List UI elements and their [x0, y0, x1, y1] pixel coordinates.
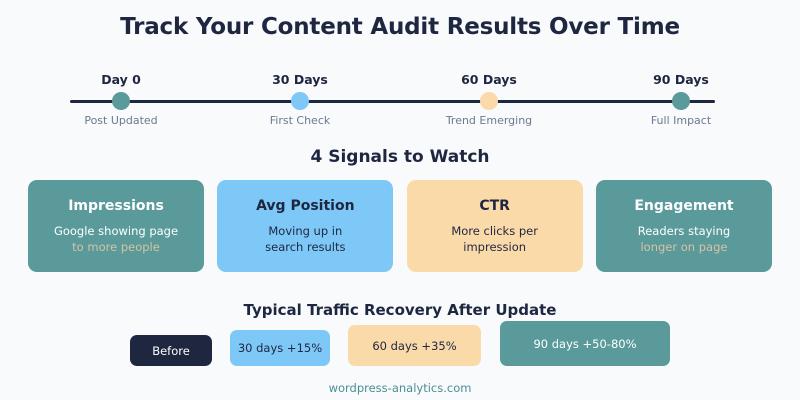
signal-card-title: Impressions — [68, 197, 164, 214]
timeline-dot-icon — [112, 92, 130, 110]
recovery-bar-chart: Before 30 days +15% 60 days +35% 90 days… — [0, 318, 800, 366]
timeline-node-label: 60 Days — [461, 72, 517, 87]
signal-cards-row: Impressions Google showing page to more … — [28, 180, 772, 272]
recovery-bar-label: 30 days +15% — [237, 341, 323, 355]
signal-card-title: CTR — [479, 197, 510, 214]
source-attribution: wordpress-analytics.com — [328, 381, 472, 395]
timeline-node-label: 30 Days — [272, 72, 328, 87]
timeline-dot-icon — [672, 92, 690, 110]
recovery-bar-90-days[interactable]: 90 days +50-80% — [500, 321, 670, 366]
signal-card-title: Engagement — [634, 197, 734, 214]
timeline-node-sublabel: Full Impact — [650, 114, 712, 127]
signal-card-line-2: to more people — [72, 239, 160, 254]
timeline-node-sublabel: First Check — [269, 114, 331, 127]
signal-card-ctr[interactable]: CTR More clicks per impression — [406, 180, 583, 272]
page-title: Track Your Content Audit Results Over Ti… — [120, 14, 680, 40]
timeline-node-30-days[interactable]: 30 Days First Check — [230, 70, 370, 132]
recovery-bar-30-days[interactable]: 30 days +15% — [230, 330, 330, 366]
timeline-node-day-0[interactable]: Day 0 Post Updated — [51, 70, 191, 132]
signal-card-line-1: Google showing page — [53, 223, 179, 238]
timeline-node-label: 90 Days — [653, 72, 709, 87]
timeline-node-label: Day 0 — [101, 72, 141, 87]
timeline-dot-icon — [291, 92, 309, 110]
signal-card-line-2: impression — [463, 239, 527, 254]
timeline-axis-line — [70, 100, 715, 103]
timeline-node-sublabel: Trend Emerging — [445, 114, 533, 127]
recovery-bar-label: 90 days +50-80% — [533, 336, 637, 351]
signals-section-heading: 4 Signals to Watch — [310, 147, 490, 167]
recovery-bar-label: 60 days +35% — [372, 338, 457, 353]
signal-card-line-1: Moving up in — [268, 223, 343, 238]
signal-card-title: Avg Position — [256, 197, 355, 214]
signal-card-line-2: search results — [265, 239, 346, 254]
recovery-bar-before[interactable]: Before — [130, 335, 212, 366]
timeline-node-sublabel: Post Updated — [84, 114, 158, 127]
signal-card-impressions[interactable]: Impressions Google showing page to more … — [28, 180, 204, 272]
timeline-dot-icon — [480, 92, 498, 110]
signal-card-line-1: Readers staying — [637, 223, 731, 238]
timeline: Day 0 Post Updated 30 Days First Check 6… — [0, 70, 800, 132]
signal-card-engagement[interactable]: Engagement Readers staying longer on pag… — [595, 180, 772, 272]
timeline-node-60-days[interactable]: 60 Days Trend Emerging — [419, 70, 559, 132]
recovery-bar-60-days[interactable]: 60 days +35% — [348, 325, 481, 366]
signal-card-line-2: longer on page — [640, 239, 728, 254]
signal-card-avg-position[interactable]: Avg Position Moving up in search results — [217, 180, 394, 272]
recovery-bar-label: Before — [152, 343, 190, 358]
timeline-node-90-days[interactable]: 90 Days Full Impact — [611, 70, 751, 132]
signal-card-line-1: More clicks per — [451, 223, 538, 238]
recovery-section-heading: Typical Traffic Recovery After Update — [243, 301, 557, 319]
